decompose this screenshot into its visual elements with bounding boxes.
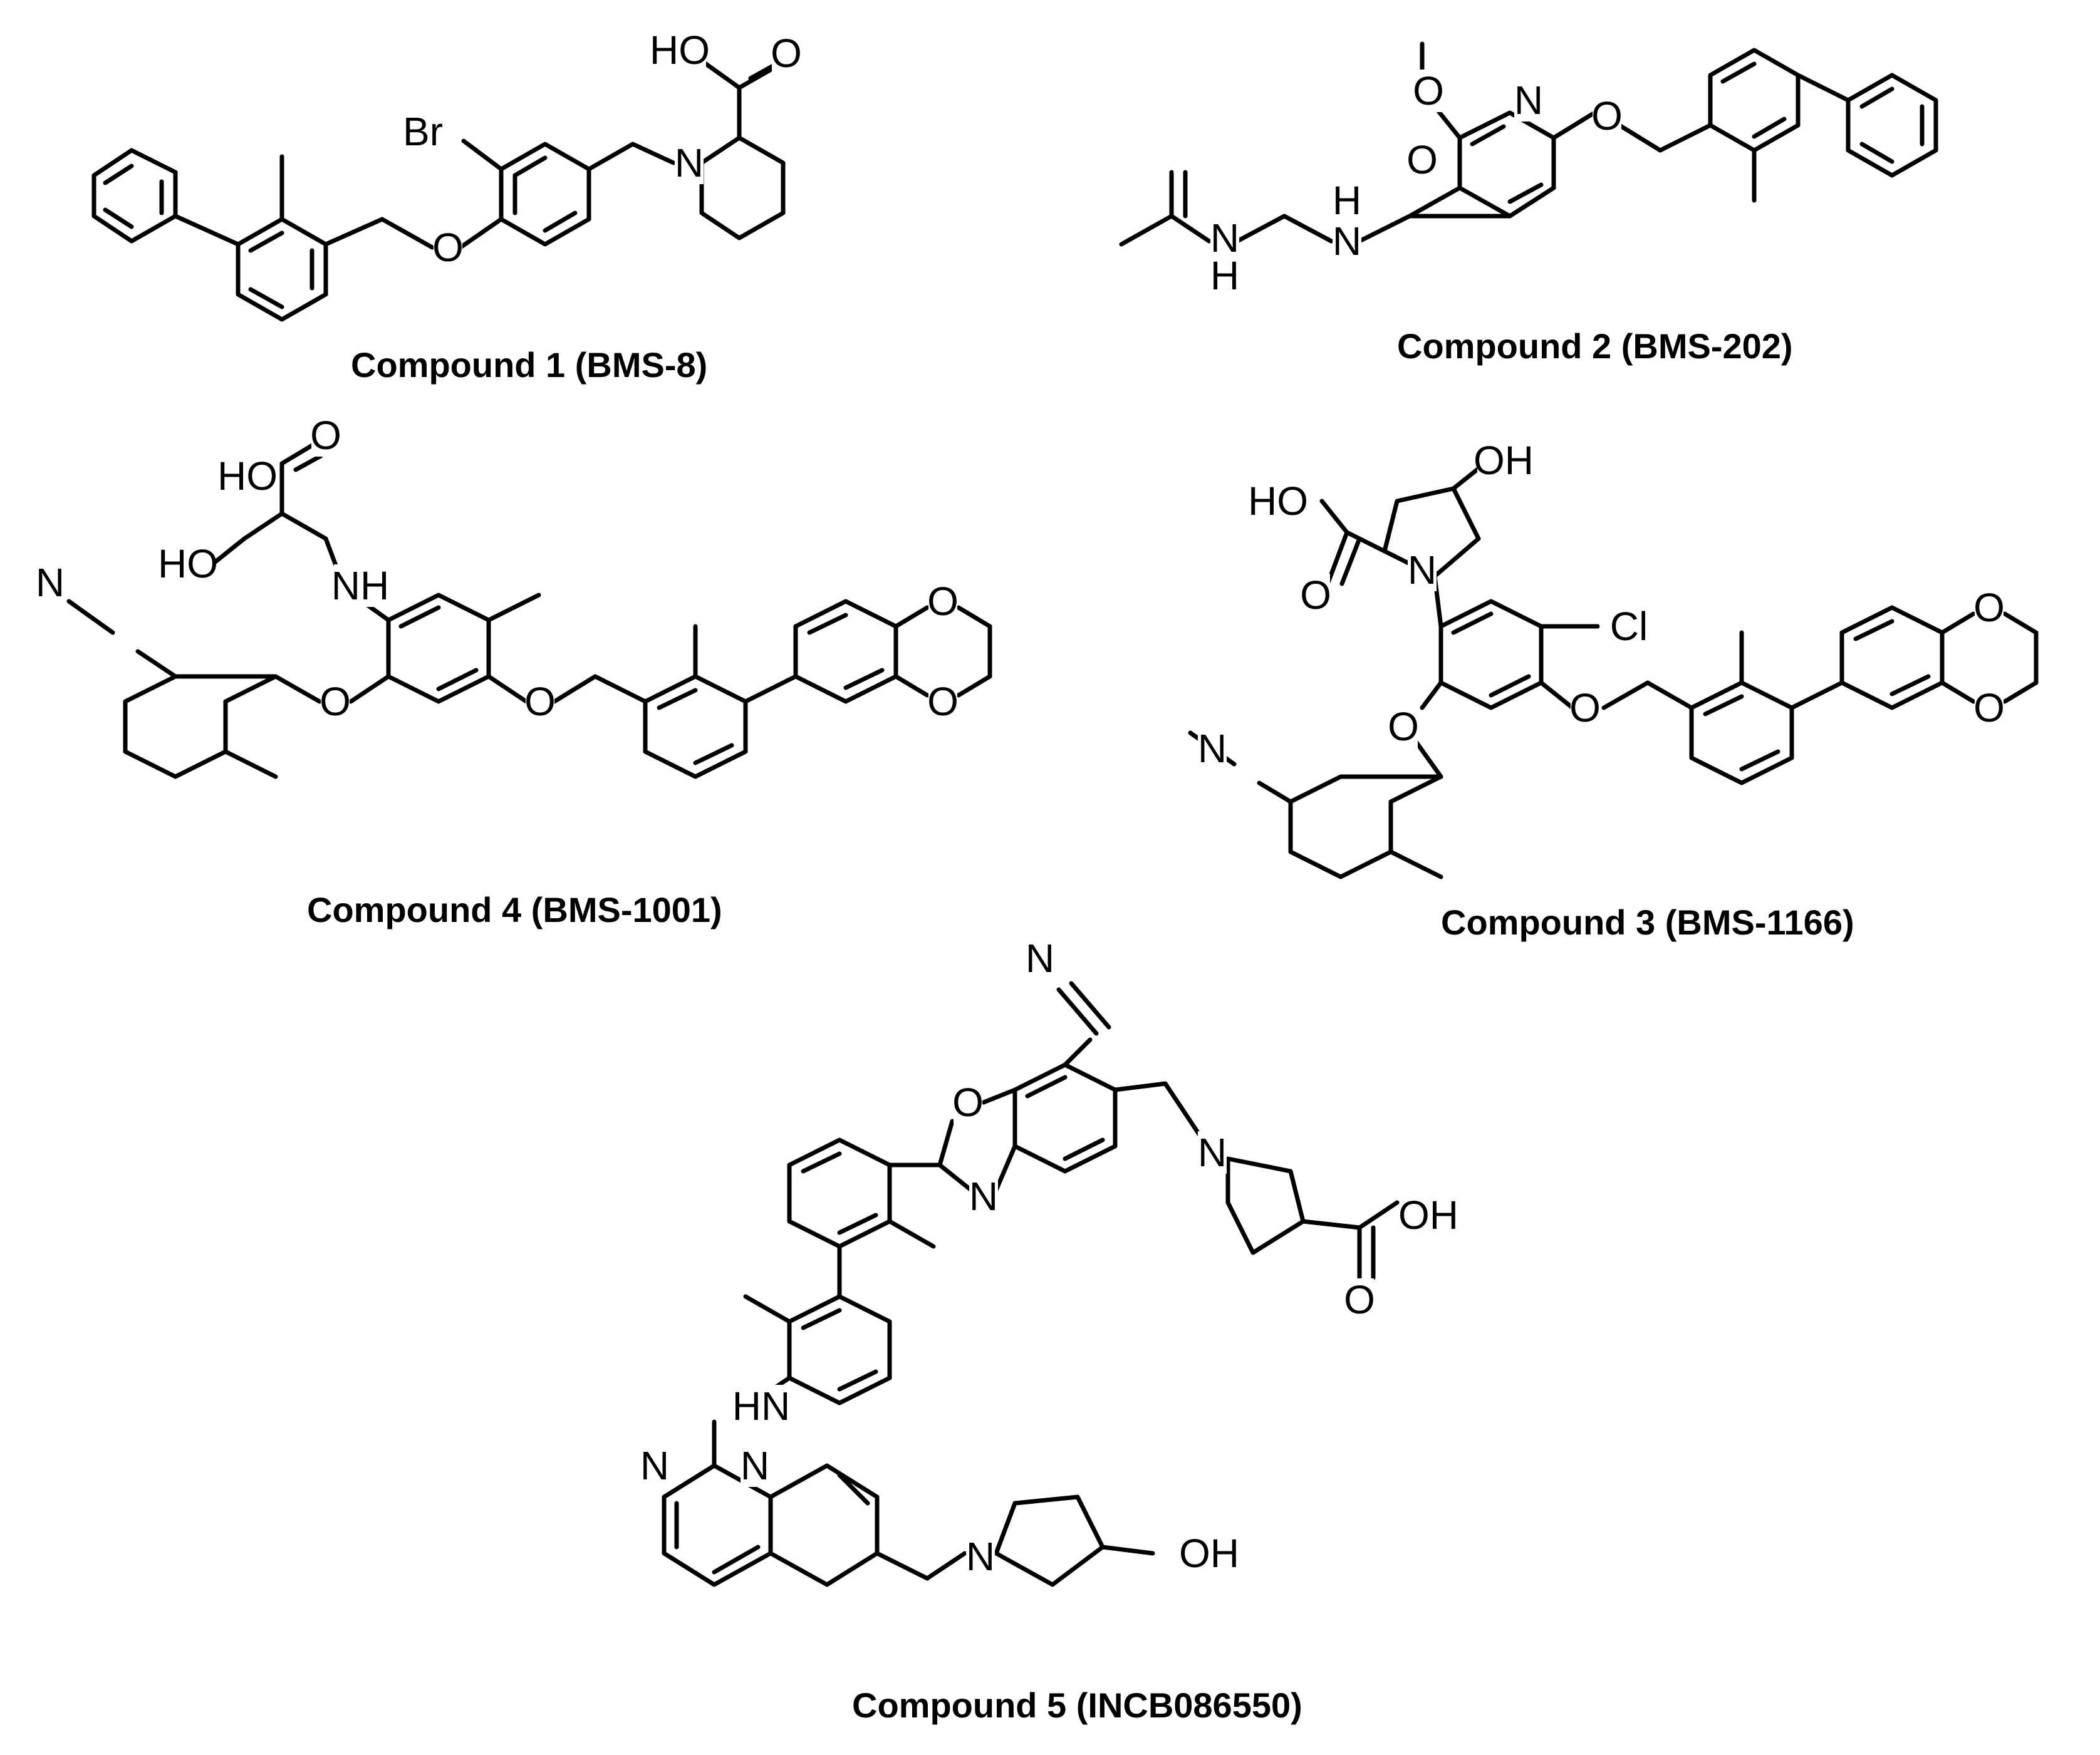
compound-2-caption: Compound 2 (BMS-202) — [1397, 326, 1793, 366]
atom-label-knockout — [1198, 727, 1227, 770]
atom-label-knockout — [1301, 574, 1330, 616]
atom-label: HO — [217, 453, 278, 499]
atom-label-knockout — [1408, 138, 1437, 181]
atom-label-knockout — [1593, 95, 1621, 137]
atom-label: O — [1591, 93, 1623, 138]
atom-label: O — [432, 225, 464, 270]
compound-3-caption: Compound 3 (BMS-1166) — [1441, 903, 1854, 942]
atom-label-knockout — [1414, 70, 1443, 112]
atom-label-knockout — [969, 1175, 998, 1218]
atom-label-knockout — [928, 580, 957, 623]
atom-label-knockout — [1333, 179, 1361, 222]
compound-3-structure — [1188, 461, 2039, 879]
compound-4-caption: Compound 4 (BMS-1001) — [307, 890, 722, 929]
atom-label-knockout — [1252, 480, 1304, 522]
atom-label: OH — [1398, 1193, 1458, 1238]
atom-label-knockout — [1333, 220, 1361, 262]
atom-label: O — [1406, 137, 1438, 182]
atom-label: O — [771, 31, 802, 76]
atom-label: N — [966, 1534, 995, 1579]
atom-label-knockout — [1389, 705, 1418, 748]
atom-label-knockout — [966, 1535, 995, 1578]
atom-label: NH — [331, 563, 389, 608]
atom-label-knockout — [1026, 937, 1054, 980]
atom-label-knockout — [434, 226, 462, 269]
atom-label: N — [675, 140, 704, 185]
atom-label-knockout — [1603, 605, 1655, 648]
atom-label-knockout — [1975, 586, 2004, 629]
atom-label-knockout — [1408, 549, 1437, 591]
atom-label: HO — [158, 541, 218, 586]
atom-label: OH — [1474, 438, 1534, 483]
atom-label-knockout — [311, 414, 340, 457]
atom-label-knockout — [1345, 1278, 1374, 1321]
atom-label-knockout — [526, 680, 554, 723]
atom-label: H — [1210, 253, 1239, 298]
compound-1-caption: Compound 1 (BMS-8) — [351, 345, 708, 385]
atom-label: O — [1413, 68, 1444, 113]
atom-label: O — [1973, 685, 2005, 730]
atom-label-knockout — [675, 142, 704, 184]
atom-label: Br — [403, 109, 443, 154]
compound-5-structure — [662, 981, 1400, 1587]
atom-label-knockout — [772, 32, 801, 75]
atom-label: H — [1333, 178, 1361, 223]
atom-label: HO — [1248, 479, 1308, 524]
atom-label: N — [1210, 215, 1239, 261]
atom-label: O — [1388, 704, 1419, 749]
atom-label-knockout — [397, 110, 449, 153]
atom-label-knockout — [741, 1444, 769, 1487]
atom-label-knockout — [640, 1444, 669, 1487]
atom-label: N — [969, 1174, 998, 1219]
atom-label: N — [1333, 219, 1361, 264]
atom-label: N — [1198, 726, 1227, 771]
atom-label-knockout — [1402, 1194, 1455, 1236]
atom-label: OH — [1179, 1531, 1239, 1576]
atom-label: O — [952, 1080, 984, 1125]
atom-label: O — [1300, 572, 1331, 618]
atom-label-knockout — [653, 29, 706, 71]
atom-label: N — [741, 1443, 769, 1488]
atom-label: HO — [650, 28, 710, 73]
atom-label: HN — [732, 1384, 790, 1429]
atom-label-knockout — [735, 1385, 788, 1427]
atom-label-knockout — [1198, 1131, 1227, 1174]
atom-label: O — [1569, 685, 1601, 730]
atom-label: O — [320, 679, 351, 724]
atom-label-knockout — [1571, 686, 1599, 729]
atom-label: O — [927, 679, 959, 724]
atom-label-knockout — [1514, 79, 1543, 122]
atom-label: N — [1026, 936, 1054, 981]
atom-label-knockout — [221, 455, 274, 497]
atom-label-knockout — [1210, 254, 1239, 297]
atom-label: N — [1198, 1130, 1227, 1175]
atom-label: O — [524, 679, 556, 724]
atom-label-knockout — [1183, 1532, 1235, 1575]
atom-label: O — [927, 579, 959, 624]
atom-label: N — [36, 560, 65, 605]
atom-label-knockout — [334, 564, 387, 607]
atom-label: N — [1514, 78, 1543, 123]
atom-label: O — [310, 413, 341, 458]
atom-label-knockout — [321, 680, 350, 723]
atom-label: O — [1973, 585, 2005, 630]
atom-label-knockout — [954, 1081, 982, 1124]
atom-label-knockout — [1210, 217, 1239, 259]
atom-label: N — [1408, 547, 1437, 593]
atom-label-knockout — [1477, 439, 1530, 482]
atom-label-knockout — [36, 561, 65, 604]
compound-5-caption: Compound 5 (INCB086550) — [852, 1685, 1302, 1725]
atom-label: O — [1344, 1277, 1375, 1322]
atom-label-knockout — [1975, 686, 2004, 729]
atom-label: N — [640, 1443, 669, 1488]
compound-4-structure — [66, 442, 992, 779]
atom-label: Cl — [1610, 604, 1648, 649]
atom-label-knockout — [162, 542, 214, 585]
atom-label-knockout — [928, 680, 957, 723]
compound-1-structure — [91, 54, 786, 322]
compound-2-structure — [1119, 41, 1938, 247]
